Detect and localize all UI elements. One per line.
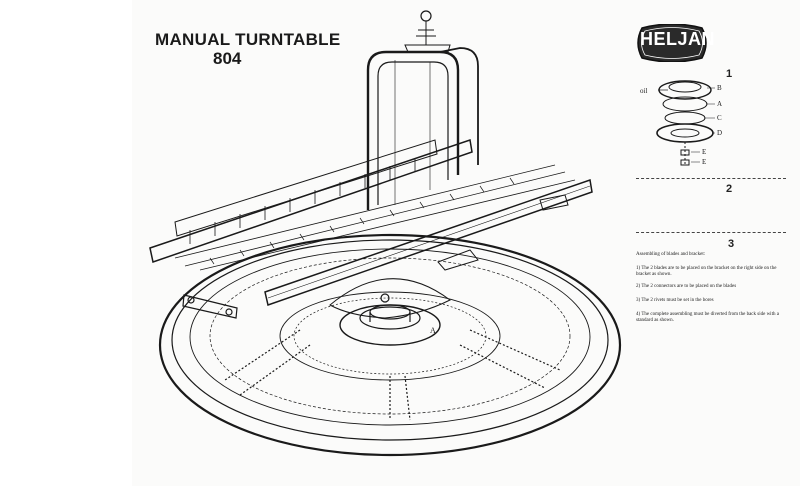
step3-item-1: 1) The 2 blades are to be placed on the …: [636, 266, 777, 277]
gantry-arch: [366, 50, 460, 210]
bridge-girder-back: [149, 139, 473, 263]
step3-item-3: 3) The 2 rivets must be set in the bores: [636, 298, 714, 303]
pit-rim-inner: [171, 239, 609, 441]
label-b: B: [717, 84, 722, 92]
step1-diagram: [656, 80, 715, 166]
pit-outer-rim: [158, 233, 622, 457]
pit-floor-ring: [189, 248, 591, 426]
bridge-girder-front: [264, 179, 593, 306]
step3-item-4: 4) The complete assembling must be diver…: [636, 312, 779, 323]
label-c: C: [717, 114, 722, 122]
logo-text: HELJAN: [640, 29, 716, 49]
step1-number: 1: [726, 68, 733, 80]
step3-number: 3: [728, 238, 735, 250]
label-d: D: [717, 129, 723, 137]
document-title: MANUAL TURNTABLE: [155, 30, 341, 49]
step2-number: 2: [726, 183, 733, 195]
heljan-logo: [637, 24, 707, 62]
model-number: 804: [213, 49, 242, 68]
label-a: A: [717, 100, 723, 108]
divider-1: [636, 178, 786, 179]
step3-item-2: 2) The 2 connectors are to be placed on …: [636, 284, 737, 289]
center-pivot: [339, 304, 441, 346]
center-label: A: [430, 326, 436, 335]
step3-heading: Assembling of blades and bracket:: [636, 252, 706, 257]
bridge-railing: [174, 139, 438, 237]
label-e2: E: [702, 158, 707, 166]
divider-2: [636, 232, 786, 233]
label-e1: E: [702, 148, 707, 156]
page-margin: [0, 0, 132, 486]
label-oil: oil: [640, 87, 648, 95]
rail-clip: [182, 294, 238, 319]
gantry-knob: [420, 10, 432, 22]
